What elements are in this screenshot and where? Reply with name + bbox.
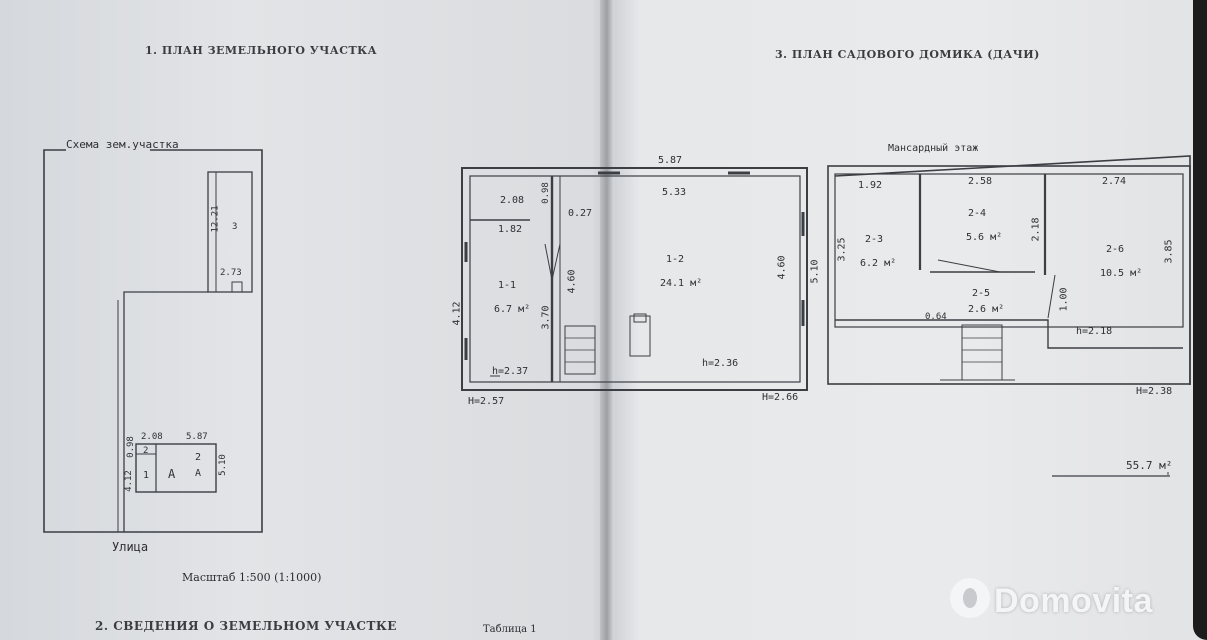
- land-plan-heading: 1. ПЛАН ЗЕМЕЛЬНОГО УЧАСТКА: [145, 44, 378, 57]
- domovita-logo-icon: [950, 578, 990, 618]
- room-1-1-area: 6.7 м²: [494, 304, 531, 315]
- gf-dim-top-outer: 5.87: [658, 155, 683, 166]
- street-label: Улица: [112, 540, 149, 554]
- gf-dim-left: 4.12: [451, 301, 463, 326]
- room-2-5-id: 2-5: [972, 288, 991, 299]
- gf-dim-w3: 0.27: [568, 208, 593, 219]
- land-info-heading: 2. СВЕДЕНИЯ О ЗЕМЕЛЬНОМ УЧАСТКЕ: [95, 619, 397, 633]
- attic-dim-left: 3.25: [836, 237, 848, 262]
- room-2-6-area: 10.5 м²: [1100, 268, 1143, 279]
- room-2-3-area: 6.2 м²: [860, 258, 897, 269]
- attic-title: Мансардный этаж: [888, 143, 979, 154]
- room-1-1-id: 1-1: [498, 280, 517, 291]
- table-label: Таблица 1: [483, 624, 537, 635]
- gf-dim-right-inner: 4.60: [776, 255, 788, 280]
- attic-dim-d2: 2.58: [968, 176, 993, 187]
- site-label-a2: А: [195, 468, 202, 479]
- room-2-3-id: 2-3: [865, 234, 884, 245]
- gf-outer-height-1: H=2.57: [468, 396, 505, 407]
- domovita-watermark: Domovita: [950, 578, 1153, 621]
- site-dim-d1: 12.21: [210, 205, 221, 233]
- gf-dim-w1: 2.08: [500, 195, 525, 206]
- site-dim-d2: 2.73: [220, 268, 242, 278]
- scale-label: Масштаб 1:500 (1:1000): [182, 571, 322, 584]
- site-dim-top: 2.08: [141, 432, 163, 442]
- gf-dim-w2: 0.98: [540, 182, 551, 204]
- gf-dim-w4: 1.82: [498, 224, 523, 235]
- site-dim-right: 5.10: [217, 454, 228, 476]
- gf-dim-top-inner: 5.33: [662, 187, 687, 198]
- gf-outer-height-2: H=2.66: [762, 392, 799, 403]
- attic-dim-d4: 1.00: [1058, 287, 1070, 312]
- site-scheme-title: Схема зем.участка: [66, 138, 179, 151]
- house-plan-heading: 3. ПЛАН САДОВОГО ДОМИКА (ДАЧИ): [775, 48, 1040, 61]
- site-dim-left2: 4.12: [123, 470, 134, 492]
- room-2-4-id: 2-4: [968, 208, 987, 219]
- page-edge-shadow: [1193, 0, 1207, 640]
- site-room-1: 1: [143, 470, 150, 481]
- site-dim-top-right: 5.87: [186, 432, 208, 442]
- attic-dim-right: 3.85: [1163, 239, 1175, 264]
- site-room-2-small: 2: [143, 446, 149, 456]
- room-2-4-area: 5.6 м²: [966, 232, 1003, 243]
- site-dim-left1: 0.98: [125, 436, 136, 458]
- domovita-logo-text: Domovita: [994, 582, 1153, 620]
- attic-dim-d5: 0.64: [925, 312, 947, 322]
- gf-dim-mid1: 4.60: [566, 269, 578, 294]
- site-label-a1: А: [168, 467, 176, 481]
- gf-height-2: h=2.36: [702, 358, 739, 369]
- room-1-2-id: 1-2: [666, 254, 685, 265]
- gf-dim-right-outer: 5.10: [809, 259, 821, 284]
- site-room-2: 2: [195, 452, 202, 463]
- attic-dim-mid: 2.18: [1030, 217, 1042, 242]
- attic-height-h: h=2.18: [1076, 326, 1113, 337]
- total-area: 55.7 м²: [1126, 459, 1173, 472]
- gf-dim-mid2: 3.70: [540, 305, 552, 330]
- room-2-5-area: 2.6 м²: [968, 304, 1005, 315]
- attic-dim-d3: 2.74: [1102, 176, 1127, 187]
- room-1-2-area: 24.1 м²: [660, 278, 703, 289]
- gf-height-1: h=2.37: [492, 366, 529, 377]
- attic-height-H: H=2.38: [1136, 386, 1173, 397]
- site-label-3: 3: [232, 222, 238, 232]
- page-fold: [600, 0, 614, 640]
- room-2-6-id: 2-6: [1106, 244, 1125, 255]
- attic-dim-d1: 1.92: [858, 180, 883, 191]
